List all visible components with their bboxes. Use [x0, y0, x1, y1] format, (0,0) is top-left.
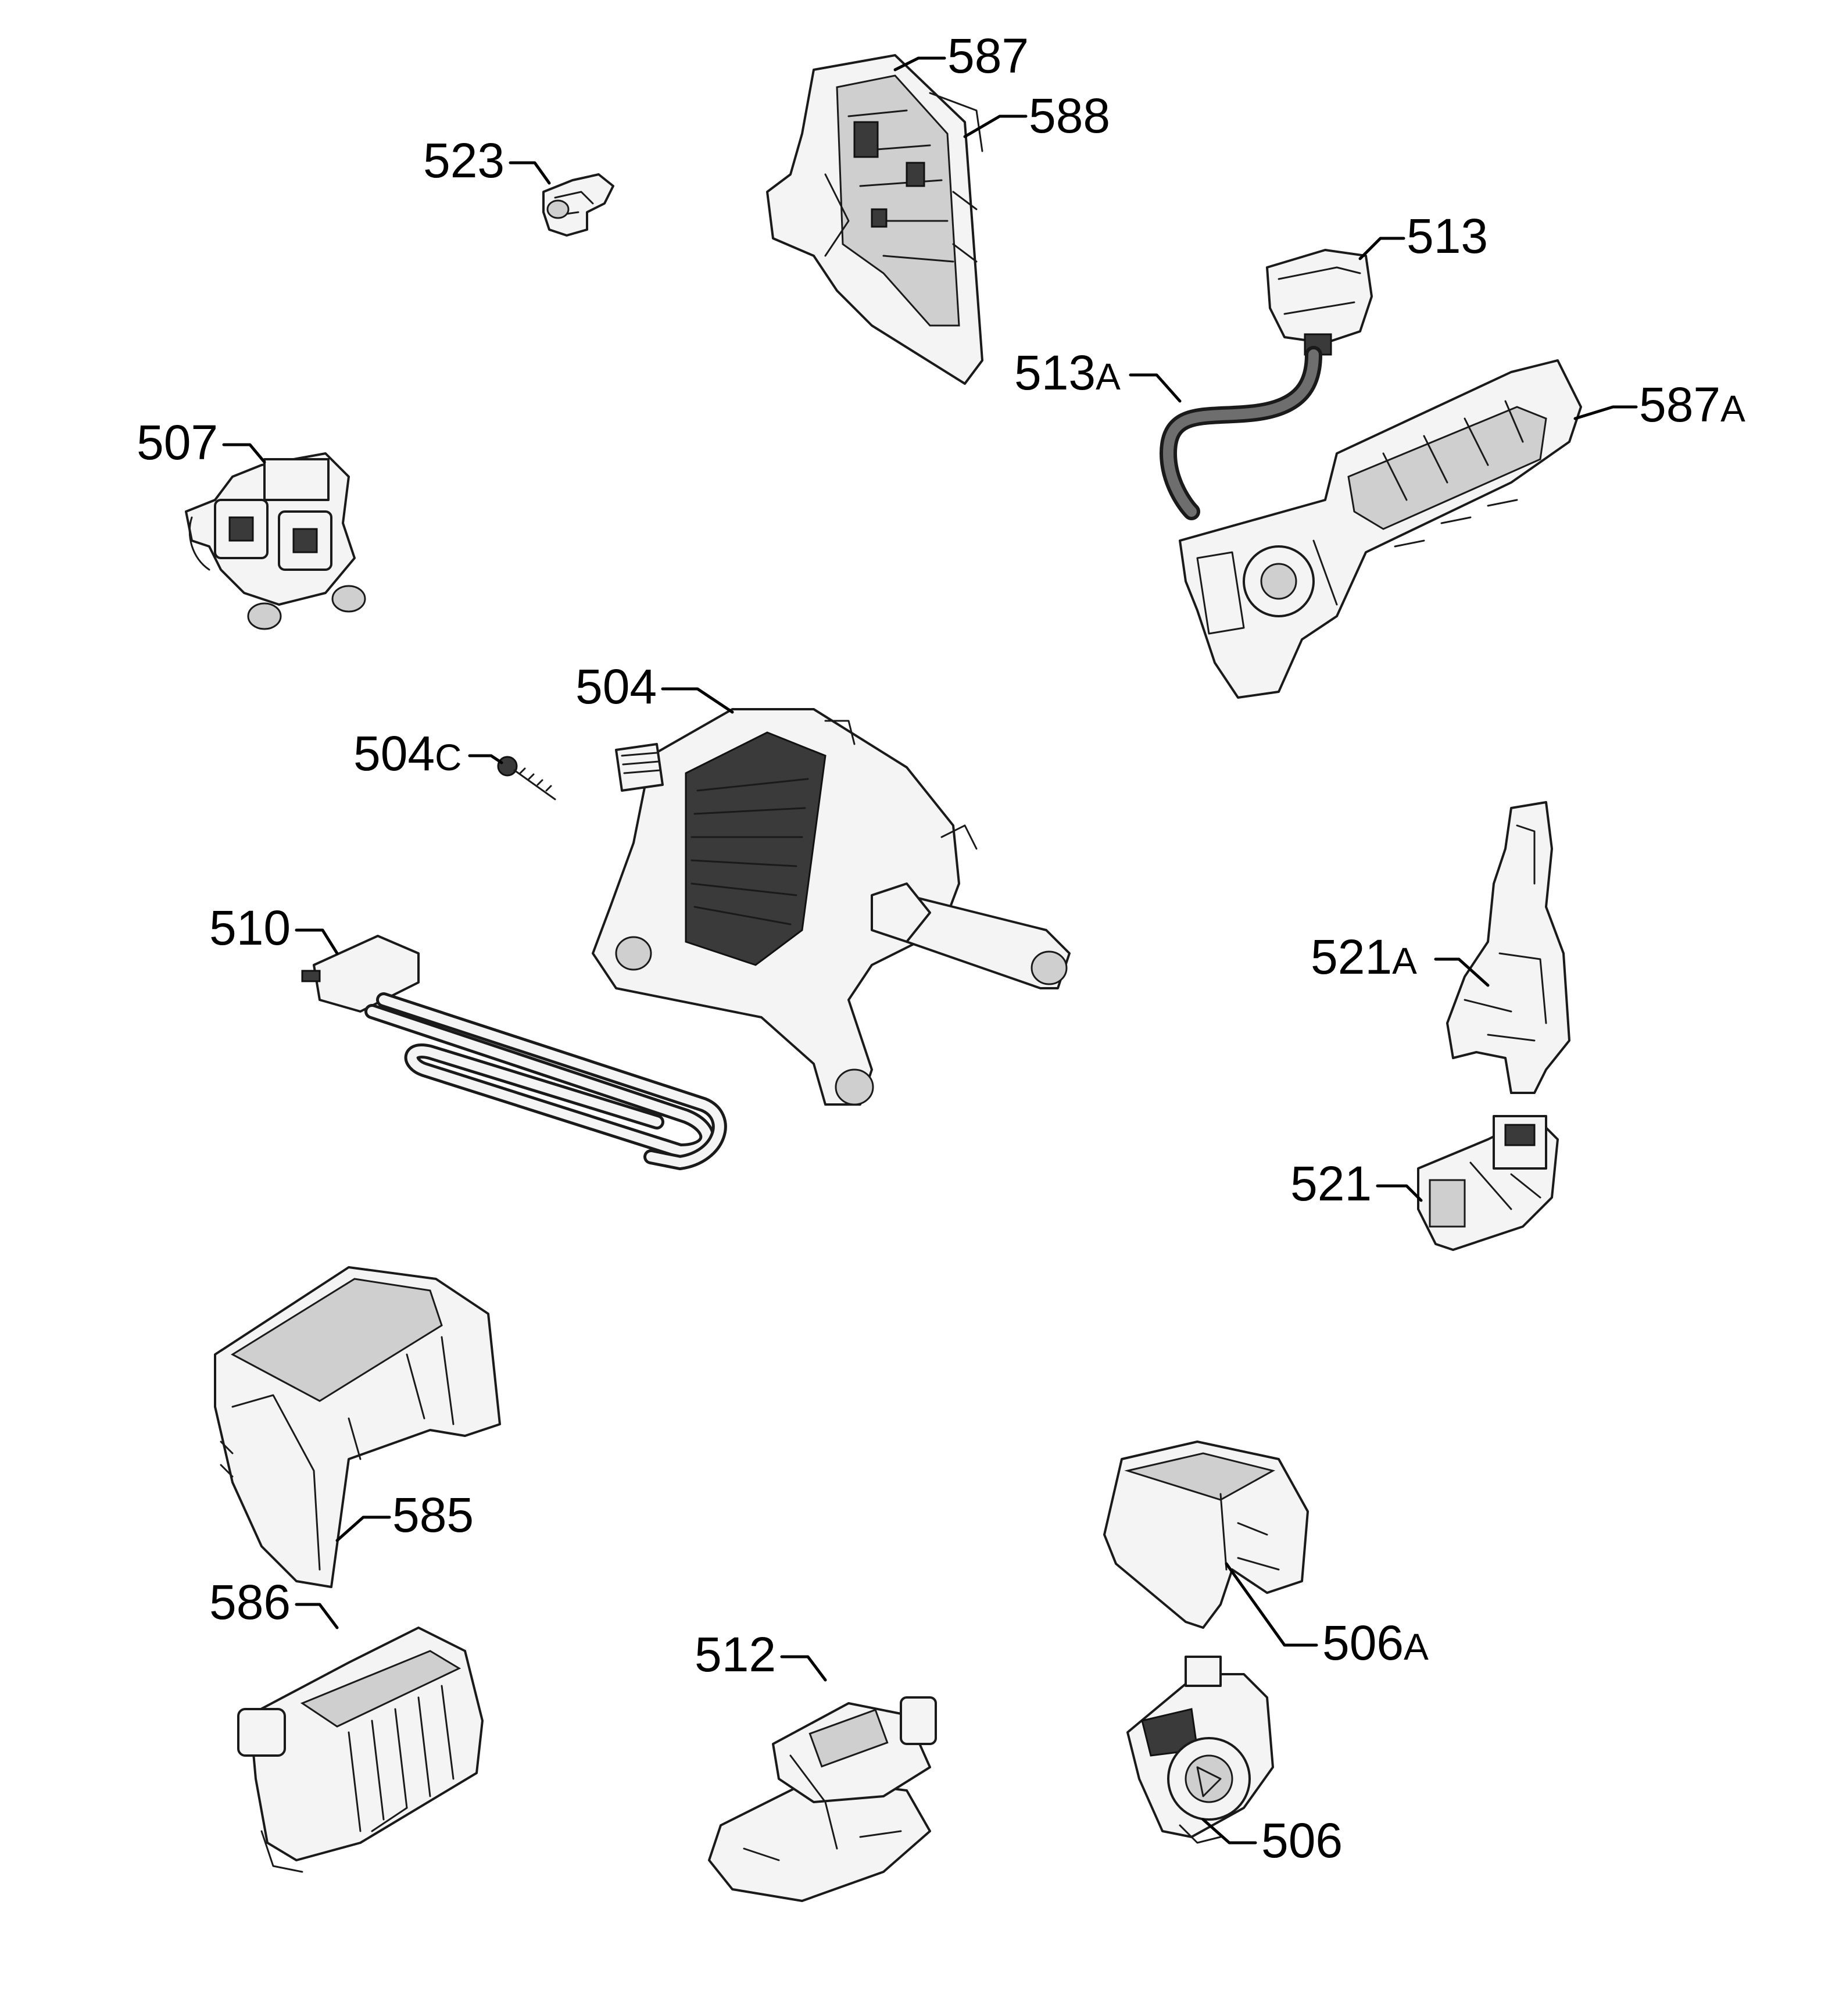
part-512-connector[interactable]: [708, 1696, 937, 1902]
part-585-cover[interactable]: [214, 1266, 501, 1588]
callout-504c: 504C: [353, 726, 461, 781]
callout-521a: 521A: [1311, 930, 1417, 984]
callout-504: 504: [575, 659, 657, 714]
callout-523: 523: [423, 133, 505, 188]
callout-510: 510: [209, 900, 291, 955]
callout-labels: 587 588 523 513 513A 587A 507 504 504C 5…: [137, 28, 1745, 1868]
part-506a-pump-cover[interactable]: [1103, 1440, 1309, 1629]
part-587a-user-interface-board[interactable]: [1179, 359, 1582, 699]
callout-506a: 506A: [1322, 1615, 1429, 1670]
part-513-pressure-switch[interactable]: [1266, 249, 1373, 356]
part-587-588-control-board[interactable]: [766, 54, 983, 385]
part-504c-screw[interactable]: [497, 756, 556, 800]
callout-512: 512: [695, 1627, 776, 1682]
part-521a-lock-bracket[interactable]: [1446, 801, 1570, 1094]
part-506-drain-pump[interactable]: [1126, 1656, 1274, 1844]
callout-586: 586: [209, 1575, 291, 1629]
part-586-component[interactable]: [237, 1627, 484, 1873]
callout-588: 588: [1029, 88, 1110, 143]
callout-521: 521: [1290, 1156, 1372, 1211]
callout-513: 513: [1407, 209, 1488, 263]
callout-506: 506: [1261, 1813, 1343, 1868]
part-510-heating-element[interactable]: [301, 935, 727, 1171]
part-513a-hose[interactable]: [1159, 346, 1322, 520]
part-523-clip[interactable]: [542, 173, 614, 237]
leader-lines: [222, 56, 1638, 1845]
part-504-motor[interactable]: [592, 708, 1071, 1106]
callout-513a: 513A: [1014, 345, 1121, 400]
callout-587: 587: [947, 28, 1029, 83]
callout-585: 585: [392, 1488, 474, 1542]
part-521-door-lock[interactable]: [1417, 1115, 1559, 1251]
callout-507: 507: [137, 415, 218, 470]
callout-587a: 587A: [1639, 377, 1745, 432]
part-507-inlet-valve[interactable]: [185, 452, 366, 630]
